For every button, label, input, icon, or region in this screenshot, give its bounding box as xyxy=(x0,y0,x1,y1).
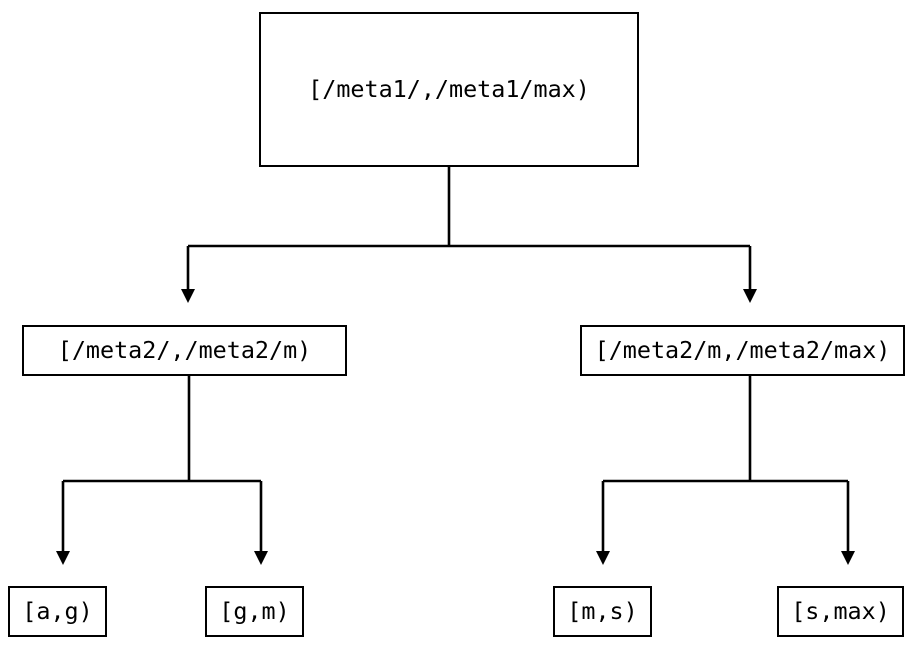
tree-node-leaf-a-g[interactable]: [a,g) xyxy=(8,586,107,637)
tree-node-leaf-s-max-label: [s,max) xyxy=(791,596,890,625)
edge-root-to-mid xyxy=(181,167,757,303)
tree-node-leaf-g-m[interactable]: [g,m) xyxy=(205,586,304,637)
tree-node-leaf-a-g-label: [a,g) xyxy=(22,596,93,625)
tree-node-mid-left[interactable]: [/meta2/,/meta2/m) xyxy=(22,325,347,376)
tree-node-root[interactable]: [/meta1/,/meta1/max) xyxy=(259,12,639,167)
tree-node-mid-left-label: [/meta2/,/meta2/m) xyxy=(57,335,312,364)
tree-node-mid-right[interactable]: [/meta2/m,/meta2/max) xyxy=(580,325,905,376)
tree-node-mid-right-label: [/meta2/m,/meta2/max) xyxy=(594,335,891,364)
tree-node-leaf-m-s-label: [m,s) xyxy=(567,596,638,625)
tree-node-root-label: [/meta1/,/meta1/max) xyxy=(308,74,590,103)
tree-node-leaf-m-s[interactable]: [m,s) xyxy=(553,586,652,637)
tree-node-leaf-g-m-label: [g,m) xyxy=(219,596,290,625)
edge-midleft-to-leaves xyxy=(56,376,268,565)
edge-midright-to-leaves xyxy=(596,376,855,565)
tree-node-leaf-s-max[interactable]: [s,max) xyxy=(777,586,904,637)
